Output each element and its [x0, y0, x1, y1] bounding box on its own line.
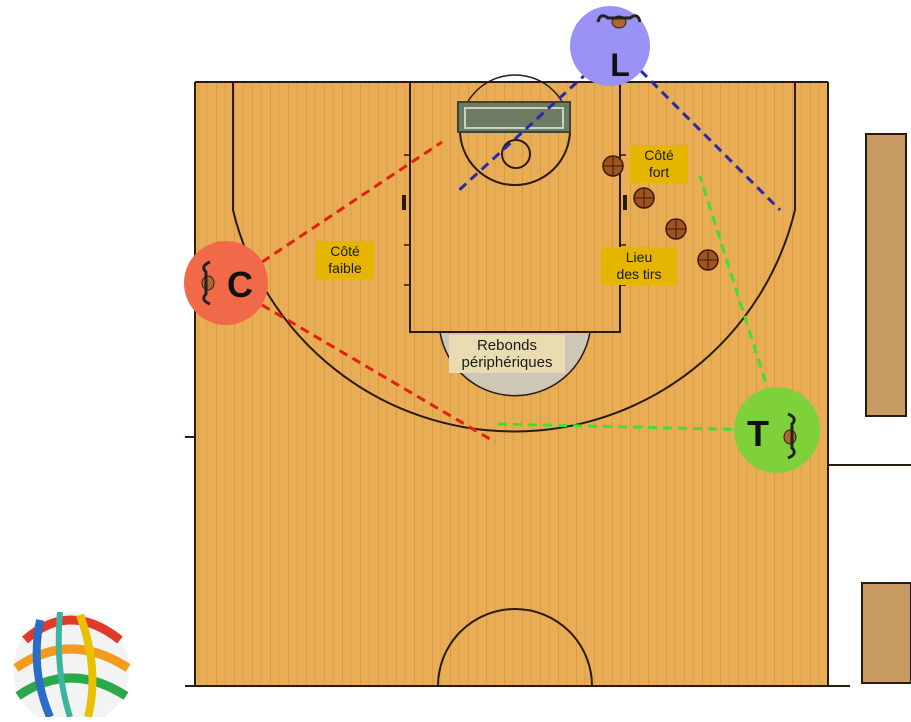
referee-center[interactable]: C: [184, 241, 268, 325]
lane-ticks: [404, 154, 626, 286]
center-coverage-line: [261, 140, 443, 264]
trail-coverage-line: [698, 175, 772, 397]
bench-bottom: [861, 582, 911, 684]
lead-coverage-line: [628, 58, 782, 212]
basketball-icons: [602, 155, 719, 271]
referee-figure-icon: [783, 412, 797, 460]
shot-location-label: Lieu des tirs: [601, 247, 677, 285]
referee-figure-icon: [596, 14, 642, 29]
referee-letter: C: [227, 264, 253, 305]
strong-side-label: Côté fort: [630, 145, 688, 183]
fiba-globe-logo: [13, 611, 131, 722]
referee-trail[interactable]: T: [734, 387, 820, 473]
three-point-line: [232, 82, 796, 433]
center-circle: [437, 608, 593, 687]
center-coverage-line: [261, 303, 496, 444]
basketball-icon: [633, 187, 655, 209]
weak-side-label: Côté faible: [316, 241, 374, 279]
lane-marks: [402, 195, 627, 210]
free-throw-arc: [459, 129, 571, 186]
paint-lane: [409, 81, 621, 333]
bench-top: [865, 133, 907, 417]
referee-figure-icon: [201, 260, 215, 306]
basketball-icon: [665, 218, 687, 240]
basketball-icon: [697, 249, 719, 271]
referee-lead[interactable]: L: [570, 6, 650, 86]
referee-letter: L: [610, 47, 630, 83]
referee-letter: T: [747, 413, 769, 454]
basketball-icon: [602, 155, 624, 177]
peripheral-rebounds-label: Rebonds périphériques: [449, 335, 565, 373]
